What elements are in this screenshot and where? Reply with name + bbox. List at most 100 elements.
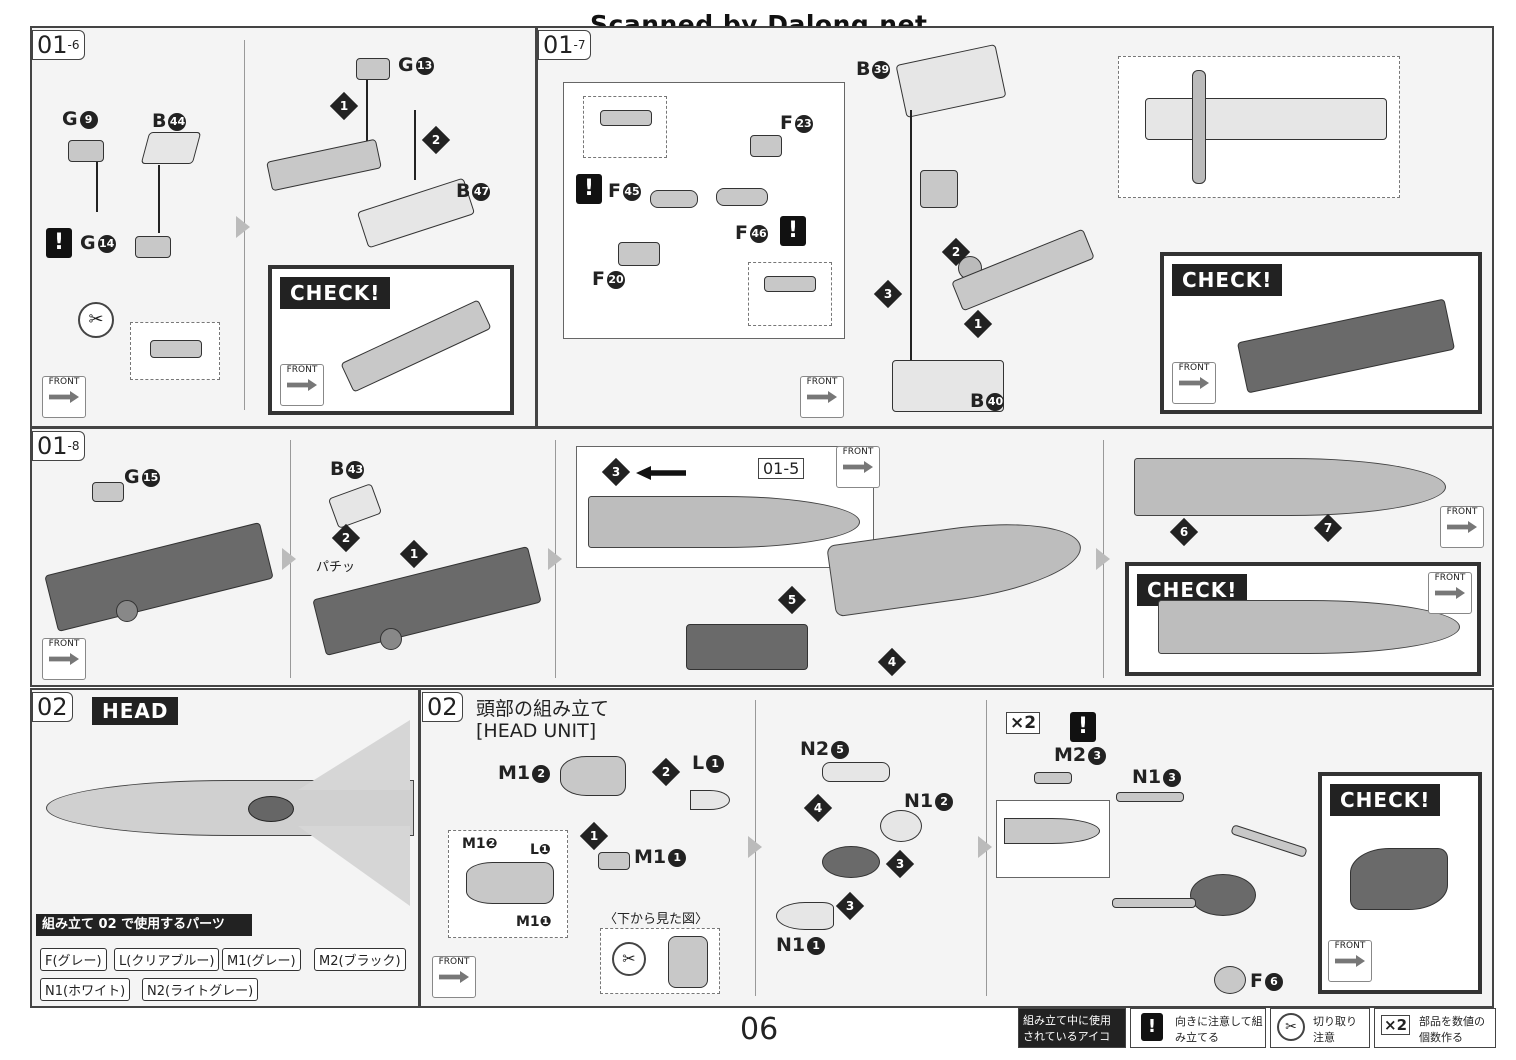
step-number-1: 1 xyxy=(963,309,993,339)
assembly-arrow xyxy=(414,110,416,180)
cut-caution-icon: ✂ xyxy=(78,302,114,338)
step-number-1: 1 xyxy=(329,91,359,121)
part-closeup xyxy=(748,262,832,326)
step-arrow xyxy=(548,548,562,570)
front-indicator: FRONT xyxy=(42,638,86,680)
part-f20 xyxy=(618,242,660,266)
check-assembly-view xyxy=(1158,600,1460,654)
step-number-2: 2 xyxy=(331,523,361,553)
leg-assembly xyxy=(686,624,808,670)
cut-caution-icon: ✂ xyxy=(612,942,646,976)
step-number-1: 1 xyxy=(579,821,609,851)
orientation-warning-icon: ! xyxy=(1070,712,1096,742)
step-number-7: 7 xyxy=(1313,513,1343,543)
inset-label-m1-2: M1❷ xyxy=(462,836,498,852)
bottom-view-label: 〈下から見た図〉 xyxy=(604,912,709,927)
part-f45 xyxy=(650,190,698,208)
step-arrow xyxy=(236,216,250,238)
step-02-badge: 02 xyxy=(32,692,73,722)
part-m1-2 xyxy=(560,756,626,796)
step-arrow xyxy=(1096,548,1110,570)
check-head-view xyxy=(1350,848,1448,910)
inset-label-m1-1: M1❶ xyxy=(516,914,552,930)
part-g14 xyxy=(135,236,171,258)
step-02-head-badge: 02 xyxy=(422,692,463,722)
step-number-3: 3 xyxy=(601,457,631,487)
part-b44 xyxy=(140,132,202,164)
top-view-axle xyxy=(1192,70,1206,184)
assembly-arrow xyxy=(158,165,160,233)
assembly-arrow xyxy=(910,110,912,370)
step-arrow xyxy=(978,836,992,858)
part-g14-detail xyxy=(150,340,202,358)
icon-legend-orientation: ! 向きに注意して組み立てる xyxy=(1130,1008,1266,1048)
part-g13 xyxy=(356,58,390,80)
inset-label-l1: L❶ xyxy=(530,842,551,858)
front-indicator: FRONT xyxy=(1440,506,1484,548)
part-f6 xyxy=(1214,966,1246,994)
parts-chip-m1: M1(グレー) xyxy=(222,948,301,971)
step-number-6: 6 xyxy=(1169,517,1199,547)
snap-sound-label: パチッ xyxy=(316,560,356,575)
icon-legend-count: ×2 部品を数値の個数作る xyxy=(1374,1008,1496,1048)
times-two-badge: ×2 xyxy=(1006,712,1041,734)
part-n1-3 xyxy=(1116,792,1184,802)
ball-joint xyxy=(380,628,402,650)
fuselage-part xyxy=(1134,458,1446,516)
part-peg xyxy=(600,110,652,126)
part-m1-1 xyxy=(598,852,630,870)
parts-used-title: 組み立て 02 で使用するパーツ xyxy=(36,914,252,936)
orientation-warning-icon: ! xyxy=(780,216,806,246)
head-core xyxy=(822,846,880,878)
step-number-1: 1 xyxy=(399,539,429,569)
front-indicator: FRONT xyxy=(1428,572,1472,614)
step-number-3: 3 xyxy=(873,279,903,309)
front-indicator: FRONT xyxy=(1328,940,1372,982)
front-indicator: FRONT xyxy=(432,956,476,998)
parts-chip-f: F(グレー) xyxy=(40,948,107,971)
head-highlight xyxy=(248,796,294,822)
part-n1-2 xyxy=(880,810,922,842)
parts-chip-n2: N2(ライトグレー) xyxy=(142,978,259,1001)
shoulder-joint xyxy=(920,170,958,208)
part-n1-1 xyxy=(776,902,834,930)
step-number-4: 4 xyxy=(803,793,833,823)
step-number-3: 3 xyxy=(885,849,915,879)
bottom-view-part xyxy=(668,936,708,988)
inset-head-assembly xyxy=(466,862,554,904)
panel-step-02-head-unit xyxy=(419,688,1494,1008)
step-number-2: 2 xyxy=(651,757,681,787)
step-01-8-badge: 01-8 xyxy=(32,431,85,461)
head-unit-title-en: [HEAD UNIT] xyxy=(476,720,597,742)
part-g15 xyxy=(92,482,124,502)
head-core xyxy=(1190,874,1256,916)
orientation-warning-icon: ! xyxy=(46,228,72,258)
top-view-assembly xyxy=(1145,98,1387,140)
part-closeup xyxy=(583,96,667,158)
front-indicator: FRONT xyxy=(1172,362,1216,404)
assembly-arrow xyxy=(366,80,368,150)
step-arrow xyxy=(282,548,296,570)
parts-chip-n1: N1(ホワイト) xyxy=(40,978,131,1001)
step-number-5: 5 xyxy=(777,585,807,615)
orientation-warning-icon: ! xyxy=(576,174,602,204)
parts-chip-m2: M2(ブラック) xyxy=(314,948,406,971)
orientation-warning-icon: ! xyxy=(1141,1013,1163,1041)
step-number-4: 4 xyxy=(877,647,907,677)
